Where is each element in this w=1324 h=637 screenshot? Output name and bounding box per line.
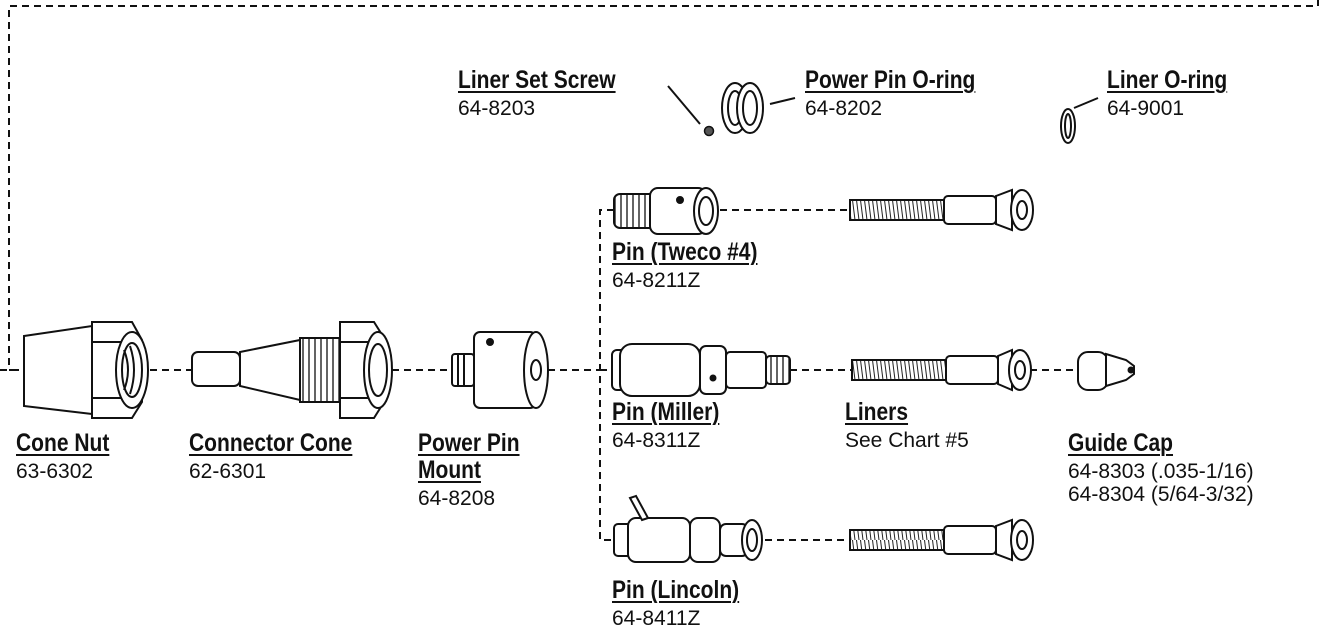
frame-dashed-line <box>9 0 1318 370</box>
connector-cone-partno: 62-6301 <box>189 461 383 482</box>
liner-bottom-part <box>850 520 1033 560</box>
pin-lincoln-name: Pin (Lincoln) <box>612 578 739 603</box>
connector-cone-label: Connector Cone 62-6301 <box>189 431 383 482</box>
liner-set-screw-label: Liner Set Screw 64-8203 <box>458 68 646 119</box>
liner-oring-partno: 64-9001 <box>1107 98 1250 119</box>
connector-cone-part <box>192 322 392 418</box>
liner-set-screw-name: Liner Set Screw <box>458 68 616 93</box>
connector-cone-name: Connector Cone <box>189 431 352 456</box>
guide-cap-label: Guide Cap 64-8303 (.035-1/16) 64-8304 (5… <box>1068 431 1254 505</box>
pin-lincoln-part <box>614 496 762 562</box>
power-pin-mount-part <box>452 332 548 408</box>
pin-tweco-part <box>614 188 718 234</box>
pin-tweco-partno: 64-8211Z <box>612 270 785 291</box>
liners-label: Liners See Chart #5 <box>845 400 969 451</box>
liner-oring-name: Liner O-ring <box>1107 68 1227 93</box>
pin-lincoln-label: Pin (Lincoln) 64-8411Z <box>612 578 763 629</box>
power-pin-mount-name-line1: Power Pin <box>418 431 520 456</box>
liner-oring-label: Liner O-ring 64-9001 <box>1107 68 1250 119</box>
cone-nut-label: Cone Nut 63-6302 <box>16 431 127 482</box>
liner-set-screw-part <box>705 127 714 136</box>
cone-nut-name: Cone Nut <box>16 431 109 456</box>
pin-miller-part <box>612 344 790 396</box>
power-pin-oring-name: Power Pin O-ring <box>805 68 975 93</box>
guide-cap-part <box>1078 352 1134 390</box>
pin-lincoln-partno: 64-8411Z <box>612 608 763 629</box>
liner-top-part <box>850 190 1033 230</box>
guide-cap-partno-1: 64-8303 (.035-1/16) <box>1068 461 1254 482</box>
guide-cap-name: Guide Cap <box>1068 431 1224 456</box>
pin-miller-label: Pin (Miller) 64-8311Z <box>612 400 740 451</box>
liner-oring-part <box>1061 109 1075 143</box>
power-pin-oring-label: Power Pin O-ring 64-8202 <box>805 68 1008 119</box>
power-pin-mount-name-line2: Mount <box>418 458 520 483</box>
cone-nut-part <box>24 322 148 418</box>
liners-note: See Chart #5 <box>845 430 969 451</box>
cone-nut-partno: 63-6302 <box>16 461 127 482</box>
power-pin-oring-part <box>722 83 763 133</box>
liner-middle-part <box>852 350 1031 390</box>
power-pin-mount-label: Power Pin Mount 64-8208 <box>418 431 539 509</box>
liner-set-screw-partno: 64-8203 <box>458 98 646 119</box>
power-pin-oring-partno: 64-8202 <box>805 98 1008 119</box>
liners-name: Liners <box>845 400 949 425</box>
power-pin-mount-partno: 64-8208 <box>418 488 539 509</box>
pin-miller-name: Pin (Miller) <box>612 400 719 425</box>
pin-miller-partno: 64-8311Z <box>612 430 740 451</box>
pin-tweco-name: Pin (Tweco #4) <box>612 240 757 265</box>
pin-tweco-label: Pin (Tweco #4) 64-8211Z <box>612 240 785 291</box>
guide-cap-partno-2: 64-8304 (5/64-3/32) <box>1068 484 1254 505</box>
